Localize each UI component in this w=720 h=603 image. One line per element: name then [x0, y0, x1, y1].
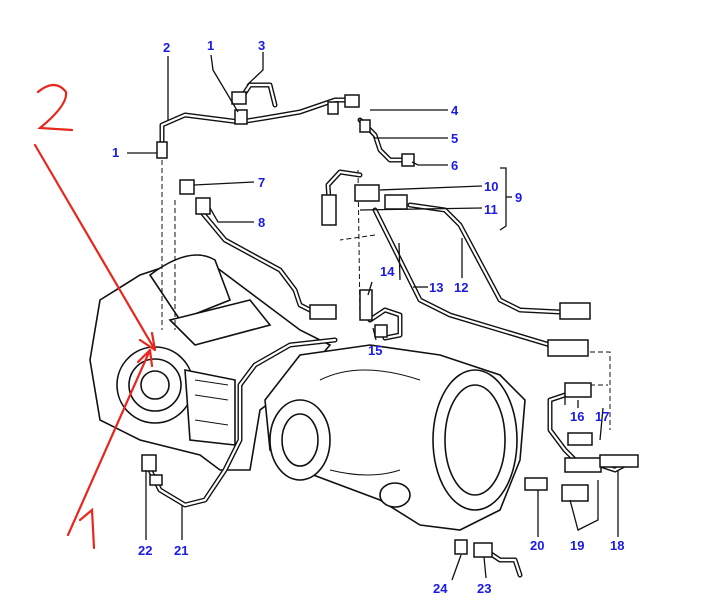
- label-16: 16: [570, 409, 584, 424]
- label-24: 24: [433, 581, 448, 596]
- label-15: 15: [368, 343, 382, 358]
- label-21: 21: [174, 543, 188, 558]
- label-1-left: 1: [112, 145, 119, 160]
- label-3: 3: [258, 38, 265, 53]
- label-19: 19: [570, 538, 584, 553]
- arrow-1: [66, 348, 154, 537]
- part-labels: 2 1 3 1 4 5 6 7 8 10 11 9 14 13 12 15 16…: [112, 38, 624, 596]
- label-11: 11: [484, 202, 498, 217]
- label-7: 7: [258, 175, 265, 190]
- label-17: 17: [595, 409, 609, 424]
- leader-lines: [127, 52, 619, 581]
- label-20: 20: [530, 538, 544, 553]
- label-12: 12: [454, 280, 468, 295]
- label-2: 2: [163, 40, 170, 55]
- label-4: 4: [451, 103, 459, 118]
- label-22: 22: [138, 543, 152, 558]
- label-14: 14: [380, 264, 395, 279]
- transfer-box-housing: [89, 254, 332, 471]
- handwritten-1: [78, 507, 96, 550]
- label-23: 23: [477, 581, 491, 596]
- label-13: 13: [429, 280, 443, 295]
- label-8: 8: [258, 215, 265, 230]
- label-1-top: 1: [207, 38, 214, 53]
- label-5: 5: [451, 131, 458, 146]
- label-18: 18: [610, 538, 624, 553]
- label-6: 6: [451, 158, 458, 173]
- gearbox-housing: [264, 344, 526, 531]
- label-10: 10: [484, 179, 498, 194]
- handwritten-2: [36, 83, 74, 132]
- handwritten-annotations: [33, 83, 157, 550]
- label-9: 9: [515, 190, 522, 205]
- arrow-2: [33, 143, 157, 352]
